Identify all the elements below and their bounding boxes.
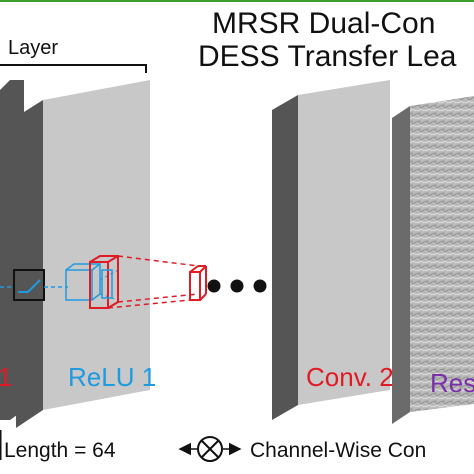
ellipsis-dot-2 — [230, 279, 244, 293]
relu-activation-icon — [18, 279, 41, 293]
relu-kernel-box — [13, 269, 45, 301]
title-line-2: DESS Transfer Lea — [198, 40, 457, 73]
relu-feature-cube — [65, 263, 101, 301]
length-label: Length = 64 — [4, 439, 116, 462]
channel-wise-label: Channel-Wise Con — [250, 439, 426, 462]
panel-conv20-label: Conv. 20 — [306, 362, 408, 392]
ellipsis-dot-1 — [207, 279, 221, 293]
panel-residual — [392, 96, 474, 424]
projection-line-bottom — [117, 293, 199, 303]
panel-relu-face — [43, 80, 150, 410]
ellipsis-dot-3 — [253, 279, 267, 293]
panel-relu-side — [16, 100, 43, 428]
conv-output-block — [189, 265, 207, 301]
bracket-label: Layer — [8, 37, 58, 59]
panel-conv20 — [272, 80, 390, 420]
panel-relu-label: ReLU 1 — [68, 362, 156, 392]
title-line-1: MRSR Dual-Con — [212, 7, 435, 40]
projection-line-bottom-2 — [107, 299, 191, 309]
channel-wise-legend-icon — [178, 436, 242, 462]
panel-1-number: 1 — [0, 362, 12, 392]
panel-residual-label: Resid — [430, 368, 474, 398]
layer-bracket — [0, 64, 147, 73]
panel-relu — [16, 80, 150, 428]
relu-inner-block — [101, 269, 113, 299]
projection-line-top — [117, 255, 199, 267]
